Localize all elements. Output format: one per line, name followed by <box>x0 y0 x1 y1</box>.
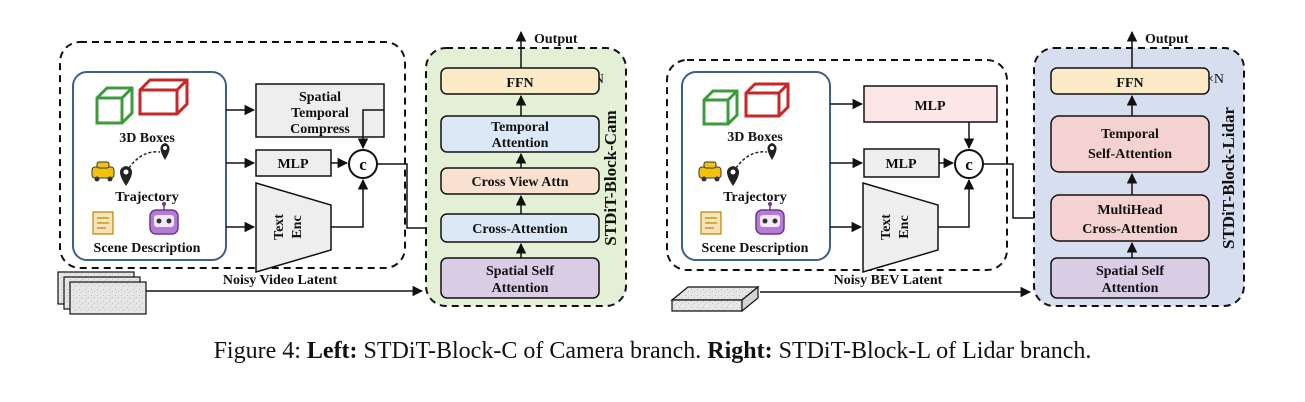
right-3d-boxes-icon <box>702 82 790 126</box>
left-arrow-stc-concat <box>357 109 384 150</box>
left-arrow-concat-crossattn <box>377 163 440 234</box>
left-stc-line3: Compress <box>290 122 350 137</box>
right-mlp-top-label: MLP <box>914 99 946 114</box>
right-scene-label: Scene Description <box>702 241 809 256</box>
left-text-enc-line2: Enc <box>290 215 305 238</box>
right-repeat-label: ×N <box>1206 72 1224 87</box>
right-boxes-label: 3D Boxes <box>727 130 783 145</box>
left-crossview-label: Cross View Attn <box>472 175 569 190</box>
right-ffn-label: FFN <box>1116 76 1143 91</box>
right-mlp-top-box <box>863 85 998 123</box>
left-text-enc <box>255 181 332 274</box>
left-noisy-latent-icon <box>57 271 147 315</box>
right-mlp-label: MLP <box>885 157 917 172</box>
right-text-enc-line2: Enc <box>897 215 912 238</box>
left-crossattn-box <box>440 213 600 243</box>
left-crossview-box <box>440 167 600 195</box>
left-scene-label: Scene Description <box>94 241 201 256</box>
left-crossattn-label: Cross-Attention <box>472 222 568 237</box>
right-multihead-line1: MultiHead <box>1097 203 1163 218</box>
left-spatial-line1: Spatial Self <box>486 264 554 279</box>
left-spatial-box <box>440 257 600 299</box>
left-boxes-label: 3D Boxes <box>119 131 175 146</box>
left-temporal-box <box>440 115 600 153</box>
right-spatial-line2: Attention <box>1102 281 1159 296</box>
right-multihead-line2: Cross-Attention <box>1082 222 1178 237</box>
left-robot-icon <box>149 202 179 235</box>
left-3d-boxes-icon <box>95 78 189 125</box>
right-mlp-box <box>863 148 940 178</box>
right-trajectory-label: Trajectory <box>723 190 786 205</box>
right-scene-icon <box>700 211 722 235</box>
right-concat-label: c <box>965 155 973 174</box>
left-stc-line2: Temporal <box>291 106 349 121</box>
left-temporal-line1: Temporal <box>491 120 549 135</box>
right-noisy-latent-label: Noisy BEV Latent <box>834 273 943 288</box>
left-stc-line1: Spatial <box>299 90 341 105</box>
left-mlp-box <box>255 149 332 177</box>
left-block-title: STDiT-Block-Cam <box>601 110 620 245</box>
caption-right-text: STDiT-Block-L of Lidar branch. <box>772 338 1092 364</box>
left-noisy-latent-label: Noisy Video Latent <box>223 273 338 288</box>
right-robot-icon <box>755 202 785 235</box>
caption-left-text: STDiT-Block-C of Camera branch. <box>357 338 708 364</box>
caption-left-bold: Left: <box>306 338 358 364</box>
right-arrow-concat-multihead <box>983 163 1048 224</box>
right-text-enc-line1: Text <box>879 214 894 240</box>
left-diagram: 3D Boxes Trajectory <box>57 30 627 315</box>
right-temporal-line2: Self-Attention <box>1088 147 1172 162</box>
right-output-label: Output <box>1145 32 1189 47</box>
right-noisy-latent-icon <box>670 285 760 313</box>
figure-caption: Figure 4: Left: STDiT-Block-C of Camera … <box>0 338 1305 365</box>
caption-prefix: Figure 4: <box>213 338 307 364</box>
right-spatial-box <box>1050 257 1210 299</box>
right-spatial-line1: Spatial Self <box>1096 264 1164 279</box>
left-ffn-label: FFN <box>506 76 533 91</box>
left-output-label: Output <box>534 32 578 47</box>
right-temporal-box <box>1050 115 1210 173</box>
left-ffn-box <box>440 67 600 95</box>
right-diagram: 3D Boxes Trajectory Scene D <box>666 30 1245 313</box>
left-arrow-enc-concat <box>331 178 369 228</box>
left-concat-label: c <box>359 155 367 174</box>
right-multihead-box <box>1050 194 1210 242</box>
right-conditions-dashed-box <box>666 59 1008 271</box>
right-trajectory-icon <box>698 143 777 186</box>
right-block-title: STDiT-Block-Lidar <box>1219 107 1238 249</box>
right-ffn-box <box>1050 67 1210 95</box>
left-scene-icon <box>92 211 114 235</box>
left-temporal-line2: Attention <box>492 136 549 151</box>
left-mlp-label: MLP <box>277 157 309 172</box>
left-trajectory-icon <box>91 143 170 186</box>
right-text-enc <box>862 181 939 274</box>
left-trajectory-label: Trajectory <box>115 190 178 205</box>
left-spatial-line2: Attention <box>492 281 549 296</box>
caption-right-bold: Right: <box>707 338 773 364</box>
left-text-enc-line1: Text <box>272 214 287 240</box>
right-arrow-enc-concat <box>938 178 975 228</box>
right-temporal-line1: Temporal <box>1101 127 1159 142</box>
